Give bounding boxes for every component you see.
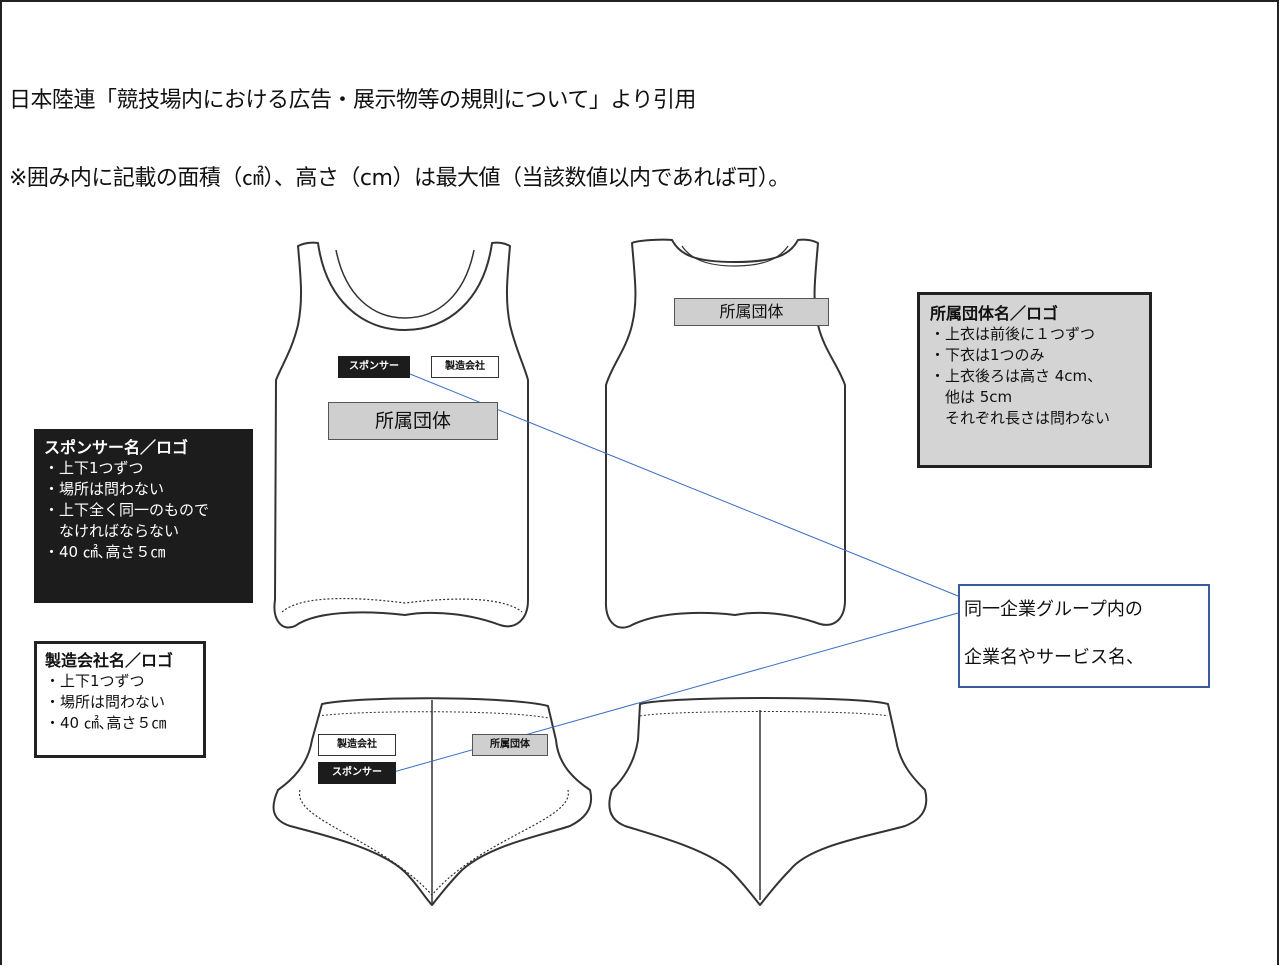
group-note-line: 企業名やサービス名、 — [964, 647, 1144, 668]
sponsor-rules-title: スポンサー名／ロゴ — [44, 438, 189, 457]
club-rule-line: ・下衣は1つのみ — [930, 346, 1045, 364]
shorts-club-label: 所属団体 — [472, 734, 548, 756]
maker-rule-line: ・場所は問わない — [45, 693, 166, 711]
club-rule-line: ・上衣は前後に１つずつ — [930, 325, 1096, 343]
sponsor-rule-line: ・場所は問わない — [44, 480, 165, 498]
maker-rules-box: 製造会社名／ロゴ ・上下1つずつ ・場所は問わない ・40 ㎠､高さ５㎝ — [34, 641, 206, 758]
club-rules-title: 所属団体名／ロゴ — [930, 304, 1059, 323]
sponsor-rule-line: なければならない — [44, 522, 180, 540]
note-text: ※囲み内に記載の面積（㎠）、高さ（cm）は最大値（当該数値以内であれば可）。 — [9, 166, 790, 191]
back-shorts-garment — [608, 697, 928, 906]
maker-rule-line: ・上下1つずつ — [45, 672, 145, 690]
maker-rule-line: ・40 ㎠､高さ５㎝ — [45, 714, 167, 732]
back-top-club-label: 所属団体 — [674, 298, 829, 326]
front-top-club-label: 所属団体 — [328, 402, 498, 440]
club-rule-line: ・上衣後ろは高さ 4cm、 — [930, 367, 1103, 385]
front-top-sponsor-label: スポンサー — [338, 356, 410, 378]
shorts-sponsor-label: スポンサー — [318, 762, 396, 784]
maker-rules-title: 製造会社名／ロゴ — [45, 651, 174, 670]
sponsor-rule-line: ・上下1つずつ — [44, 459, 144, 477]
sponsor-rule-line: ・上下全く同一のもので — [44, 501, 210, 519]
group-note-line: 同一企業グループ内の — [964, 599, 1143, 620]
club-rule-line: それぞれ長さは問わない — [930, 409, 1111, 427]
group-company-note-box: 同一企業グループ内の 企業名やサービス名、 — [958, 584, 1210, 688]
sponsor-rule-line: ・40 ㎠､高さ５㎝ — [44, 543, 166, 561]
leader-line-top — [409, 373, 959, 597]
shorts-maker-label: 製造会社 — [318, 734, 396, 756]
sponsor-rules-box: スポンサー名／ロゴ ・上下1つずつ ・場所は問わない ・上下全く同一のもので な… — [34, 429, 253, 603]
source-citation: 日本陸連「競技場内における広告・展示物等の規則について」より引用 — [9, 88, 696, 113]
back-top-garment — [604, 238, 846, 629]
club-rules-box: 所属団体名／ロゴ ・上衣は前後に１つずつ ・下衣は1つのみ ・上衣後ろは高さ 4… — [917, 292, 1152, 468]
front-top-maker-label: 製造会社 — [431, 356, 499, 378]
club-rule-line: 他は 5cm — [930, 388, 1013, 406]
